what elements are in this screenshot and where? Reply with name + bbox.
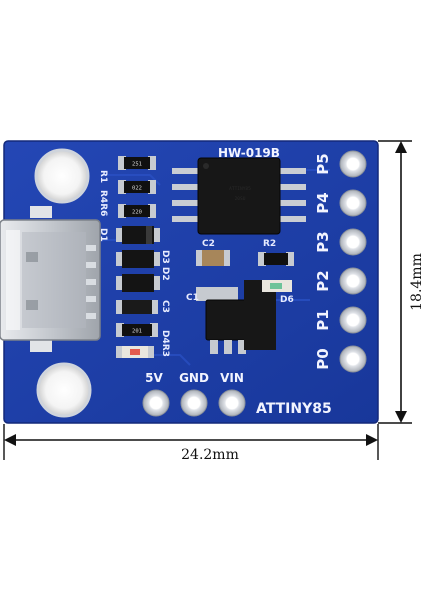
mounting-hole-bottom	[36, 362, 92, 418]
resistor-code: 220	[132, 210, 142, 216]
diode-d3	[116, 250, 160, 268]
resistor-r6: 220	[118, 204, 156, 218]
label-d4r3: D4R3	[160, 330, 170, 357]
pin-hole	[347, 197, 359, 209]
voltage-regulator	[196, 280, 276, 354]
pin-label-p2: P2	[314, 270, 332, 291]
board-model-label: HW-019B	[218, 146, 280, 160]
label-d6: D6	[280, 295, 294, 305]
bottom-pin-pads	[142, 389, 246, 417]
pin-hole	[347, 314, 359, 326]
capacitor-c3	[116, 300, 158, 314]
right-pin-pads	[339, 150, 367, 373]
pin-hole	[347, 353, 359, 365]
pin-label-p3: P3	[314, 231, 332, 252]
pin-hole	[347, 158, 359, 170]
resistor-r3: 201	[116, 323, 158, 337]
resistor-r1: 251	[118, 156, 156, 170]
svg-text:20SU: 20SU	[235, 196, 246, 202]
label-c3: C3	[160, 300, 170, 313]
resistor-code: 201	[132, 329, 142, 335]
resistor-r4: 022	[118, 180, 156, 194]
pin-label-5v: 5V	[145, 371, 163, 385]
diode-d1	[116, 226, 160, 244]
pin-label-p4: P4	[314, 192, 332, 213]
pin-hole	[188, 397, 200, 409]
label-c1: C1	[186, 293, 199, 303]
label-r4r6: R4R6	[98, 190, 108, 216]
pin-label-p0: P0	[314, 348, 332, 369]
silkscreen: HW-019B ATTINY85 R1 R4R6 D1 D3 D2 C3 D4R…	[98, 146, 332, 417]
pin-label-p5: P5	[314, 153, 332, 174]
dimension-annotations	[3, 140, 412, 460]
capacitor-c2	[196, 250, 230, 266]
smd-components: 251 022 220	[116, 156, 294, 358]
led-d6	[262, 280, 292, 292]
pin-hole	[347, 275, 359, 287]
pin-label-gnd: GND	[179, 371, 209, 385]
svg-text:ATTINY85: ATTINY85	[229, 186, 251, 192]
led-d4	[116, 346, 154, 358]
height-dimension-label: 18.4mm	[409, 253, 424, 311]
attiny85-chip: ATTINY85 20SU	[172, 157, 306, 235]
label-c2: C2	[202, 239, 215, 249]
resistor-code: 022	[132, 186, 142, 192]
mounting-hole-top	[34, 148, 90, 204]
diode-d2	[116, 274, 160, 292]
label-r1: R1	[98, 170, 108, 183]
label-r2: R2	[263, 239, 276, 249]
width-dimension-label: 24.2mm	[181, 447, 239, 463]
pin-hole	[150, 397, 162, 409]
pin-hole	[347, 236, 359, 248]
board-name-label: ATTINY85	[256, 401, 332, 417]
label-d3d2: D3 D2	[160, 250, 170, 281]
bottom-pin-labels: 5V GND VIN	[145, 371, 244, 385]
pin-hole	[226, 397, 238, 409]
pin-label-p1: P1	[314, 309, 332, 330]
pin-label-vin: VIN	[220, 371, 244, 385]
resistor-r2	[258, 252, 294, 266]
resistor-code: 251	[132, 162, 142, 168]
micro-usb-connector	[0, 206, 101, 352]
label-d1: D1	[98, 228, 108, 242]
